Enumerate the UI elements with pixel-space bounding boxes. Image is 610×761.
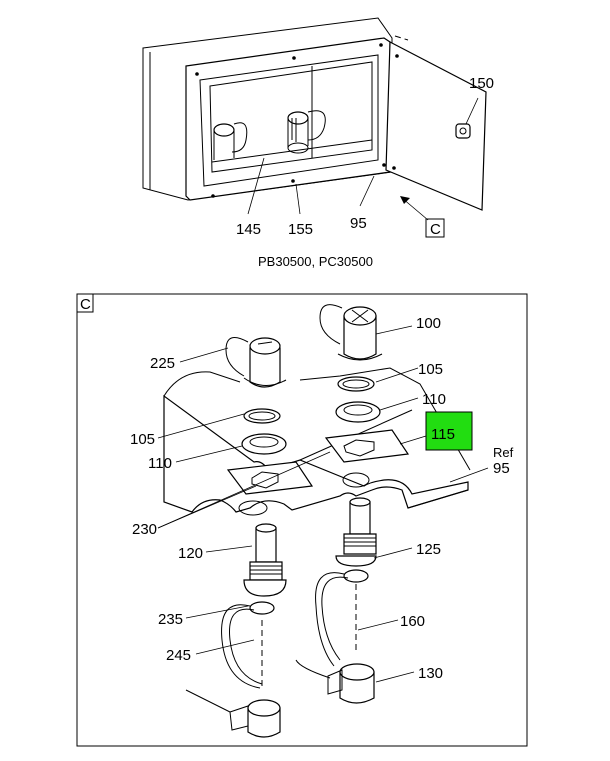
plug-right-icon (327, 663, 375, 704)
label-ref-95: 95 (493, 460, 510, 477)
strap-right-icon (295, 569, 369, 679)
view-ref-label: C (430, 221, 441, 238)
label-100: 100 (416, 315, 441, 332)
label-ref: Ref (493, 445, 514, 460)
washer-right-icon (337, 376, 375, 392)
label-105-right: 105 (418, 361, 443, 378)
plug-left-icon (185, 689, 281, 738)
nut-right-icon (335, 401, 381, 423)
detail-frame (76, 293, 528, 747)
door-lock-icon (455, 123, 471, 139)
label-95: 95 (350, 215, 367, 232)
receptacle-120-icon (243, 523, 287, 597)
label-155: 155 (288, 221, 313, 238)
label-110-left: 110 (148, 455, 172, 472)
label-105-left: 105 (130, 431, 155, 448)
highlighted-part-icon (324, 429, 410, 463)
diagram-caption: PB30500, PC30500 (258, 254, 373, 269)
compartment-illustration (142, 17, 487, 211)
cap-right-icon (319, 304, 383, 361)
strap-left-icon (221, 601, 275, 689)
label-150: 150 (469, 75, 494, 92)
label-245: 245 (166, 647, 191, 664)
receptacle-125-icon (335, 497, 377, 567)
highlight-box (425, 411, 473, 451)
washer-left-icon (243, 408, 281, 424)
label-225: 225 (150, 355, 175, 372)
receptacle-right-icon (287, 110, 326, 154)
gasket-icon (226, 461, 314, 495)
detail-ref-box (76, 293, 94, 313)
label-115: 115 (431, 426, 455, 443)
label-130: 130 (418, 665, 443, 682)
detail-ref-label: C (80, 296, 91, 313)
receptacle-left-icon (213, 122, 248, 160)
label-235: 235 (158, 611, 183, 628)
label-230: 230 (132, 521, 157, 538)
label-110-right: 110 (422, 391, 446, 408)
label-145: 145 (236, 221, 261, 238)
label-120: 120 (178, 545, 203, 562)
view-ref-box (425, 218, 445, 238)
label-125: 125 (416, 541, 441, 558)
cap-left-icon (225, 337, 287, 388)
view-arrow-icon (400, 196, 429, 221)
label-160: 160 (400, 613, 425, 630)
nut-left-icon (241, 433, 287, 455)
